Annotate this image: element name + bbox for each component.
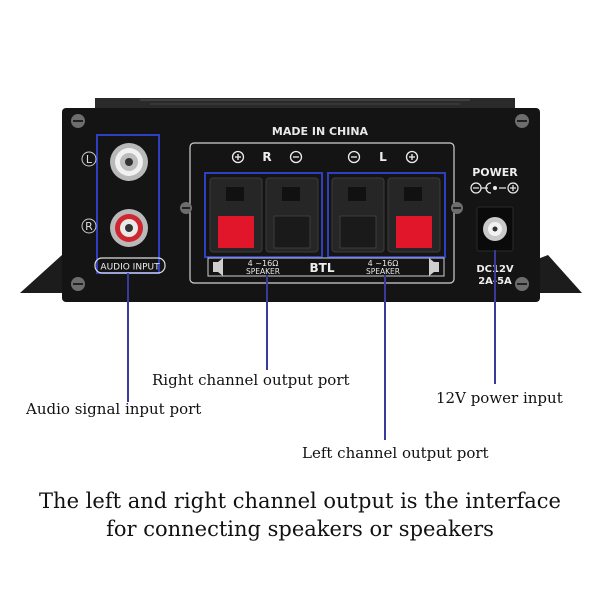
power-label: POWER bbox=[472, 166, 518, 179]
screw-icon bbox=[515, 277, 529, 291]
btl-label: BTL bbox=[310, 261, 335, 275]
dc-power-jack[interactable] bbox=[476, 206, 514, 252]
speaker-spec-left: 4 ~16Ω bbox=[368, 259, 399, 268]
left-channel-label: L bbox=[379, 150, 387, 164]
speaker-terminal-right-positive[interactable] bbox=[209, 177, 263, 253]
screw-icon bbox=[180, 202, 192, 214]
minus-icon bbox=[347, 150, 361, 164]
callout-right-channel-port: Right channel output port bbox=[152, 371, 350, 389]
screw-icon bbox=[451, 202, 463, 214]
right-channel-label: R bbox=[262, 150, 271, 164]
right-mounting-wing bbox=[530, 255, 582, 293]
minus-icon bbox=[289, 150, 303, 164]
screw-icon bbox=[515, 114, 529, 128]
plus-icon bbox=[231, 150, 245, 164]
callout-power-input: 12V power input bbox=[436, 389, 563, 407]
speaker-icon bbox=[429, 258, 439, 276]
speaker-terminal-left-negative[interactable] bbox=[331, 177, 385, 253]
rca-jack-white[interactable] bbox=[110, 143, 148, 181]
dc-polarity-icon bbox=[470, 182, 519, 194]
callout-left-channel-port: Left channel output port bbox=[302, 444, 489, 462]
rca-jack-red[interactable] bbox=[110, 209, 148, 247]
screw-icon bbox=[71, 114, 85, 128]
jack-left-label: L bbox=[86, 153, 93, 166]
speaker-terminal-right-negative[interactable] bbox=[265, 177, 319, 253]
screw-icon bbox=[71, 277, 85, 291]
speaker-word-left: SPEAKER bbox=[366, 267, 400, 276]
caption-line-1: The left and right channel output is the… bbox=[39, 489, 561, 513]
jack-right-label: R bbox=[85, 220, 93, 233]
made-in-china-label: MADE IN CHINA bbox=[272, 125, 369, 138]
speaker-icon bbox=[213, 258, 223, 276]
right-channel-box bbox=[204, 172, 323, 258]
callout-audio-input-port: Audio signal input port bbox=[26, 400, 202, 418]
speaker-word-right: SPEAKER bbox=[246, 267, 280, 276]
left-channel-box bbox=[327, 172, 446, 258]
speaker-terminal-left-positive[interactable] bbox=[387, 177, 441, 253]
caption-line-2: for connecting speakers or speakers bbox=[106, 517, 494, 541]
speaker-spec-right: 4 ~16Ω bbox=[248, 259, 279, 268]
audio-input-label: AUDIO INPUT bbox=[100, 263, 160, 273]
plus-icon bbox=[405, 150, 419, 164]
